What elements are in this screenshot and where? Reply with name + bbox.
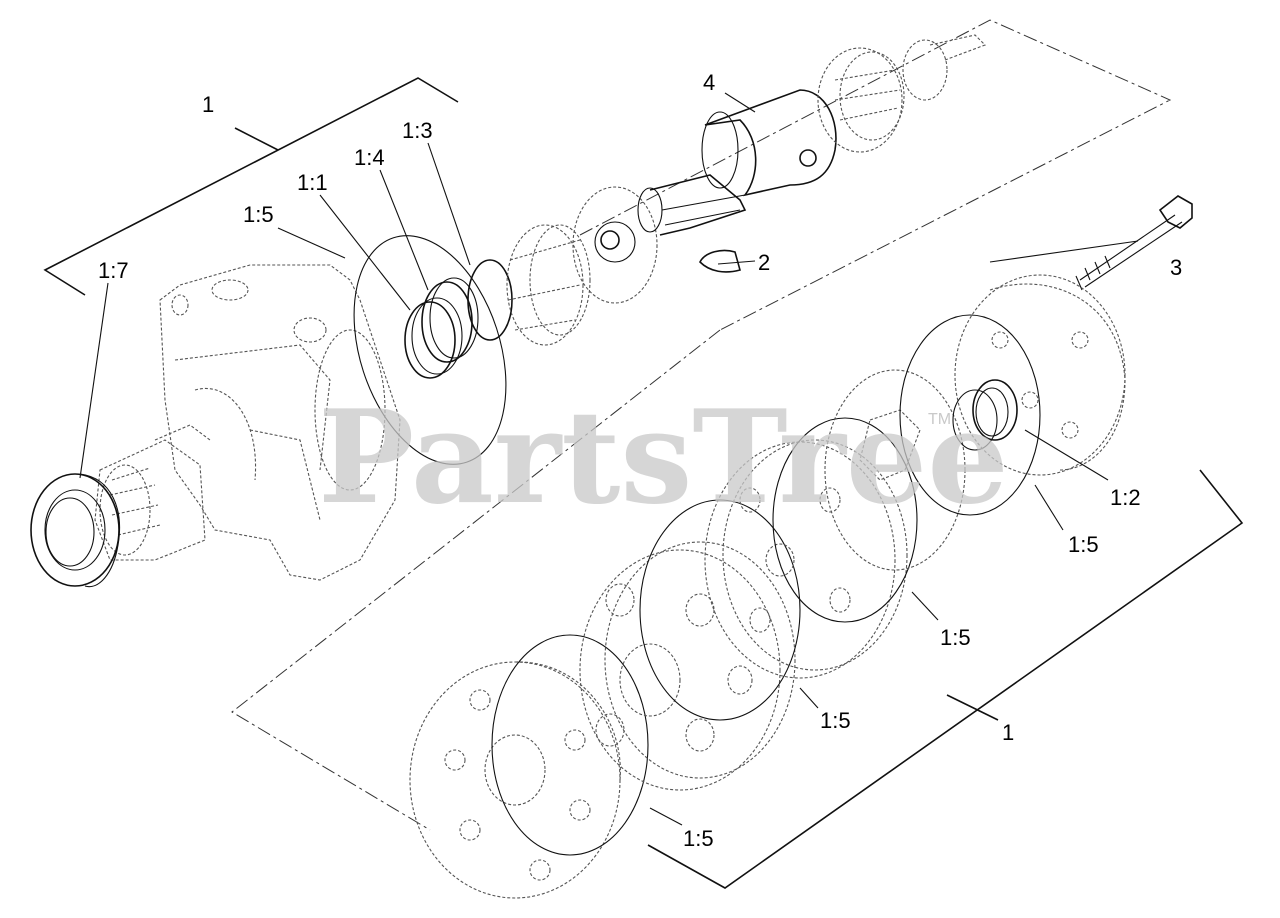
bolt [1075, 195, 1193, 291]
part-labels: 1 1:7 1:5 1:1 1:4 1:3 4 2 3 1:2 1:5 1:5 … [98, 70, 1182, 851]
valve-plate [704, 439, 908, 679]
label-part-1-1: 1:1 [297, 170, 328, 195]
motor-housing [159, 264, 401, 581]
seal-ring [952, 379, 1018, 451]
drive-shaft [637, 174, 747, 236]
bearing [506, 224, 591, 346]
group-bracket-bottom [647, 469, 1244, 889]
spring-rings [404, 259, 513, 379]
o-ring-stack-3 [772, 417, 918, 623]
label-part-2: 2 [758, 250, 770, 275]
group-bracket-top [43, 77, 459, 296]
shaft-seal [30, 473, 121, 588]
label-part-1-5-e: 1:5 [683, 826, 714, 851]
label-part-1-5-d: 1:5 [820, 708, 851, 733]
o-ring-stack-2 [639, 499, 801, 721]
drive-gear [817, 34, 986, 153]
output-shaft [94, 424, 211, 561]
end-cap [409, 661, 621, 899]
o-ring-stack-1 [491, 634, 649, 856]
thrust-washer [572, 186, 658, 304]
leader-lines [79, 92, 1139, 826]
label-part-3: 3 [1170, 255, 1182, 280]
o-ring-large [353, 235, 507, 465]
key [699, 249, 741, 273]
watermark-trademark: TM [928, 411, 951, 428]
assembly-guide-lines [231, 19, 1172, 831]
label-part-1-3: 1:3 [402, 118, 433, 143]
rear-housing [954, 274, 1126, 476]
label-part-1-7: 1:7 [98, 258, 129, 283]
watermark-text: PartsTree [318, 383, 1009, 533]
label-part-1-2: 1:2 [1110, 485, 1141, 510]
label-part-1-5-a: 1:5 [243, 202, 274, 227]
label-part-1-5-b: 1:5 [1068, 532, 1099, 557]
label-group-1-top: 1 [202, 92, 214, 117]
label-part-1-4: 1:4 [354, 145, 385, 170]
coupling-sleeve [701, 89, 837, 197]
rotor-set [579, 541, 796, 791]
label-part-4: 4 [703, 70, 715, 95]
label-group-1-bottom: 1 [1002, 720, 1014, 745]
label-part-1-5-c: 1:5 [940, 625, 971, 650]
o-ring-stack-4 [899, 314, 1041, 516]
